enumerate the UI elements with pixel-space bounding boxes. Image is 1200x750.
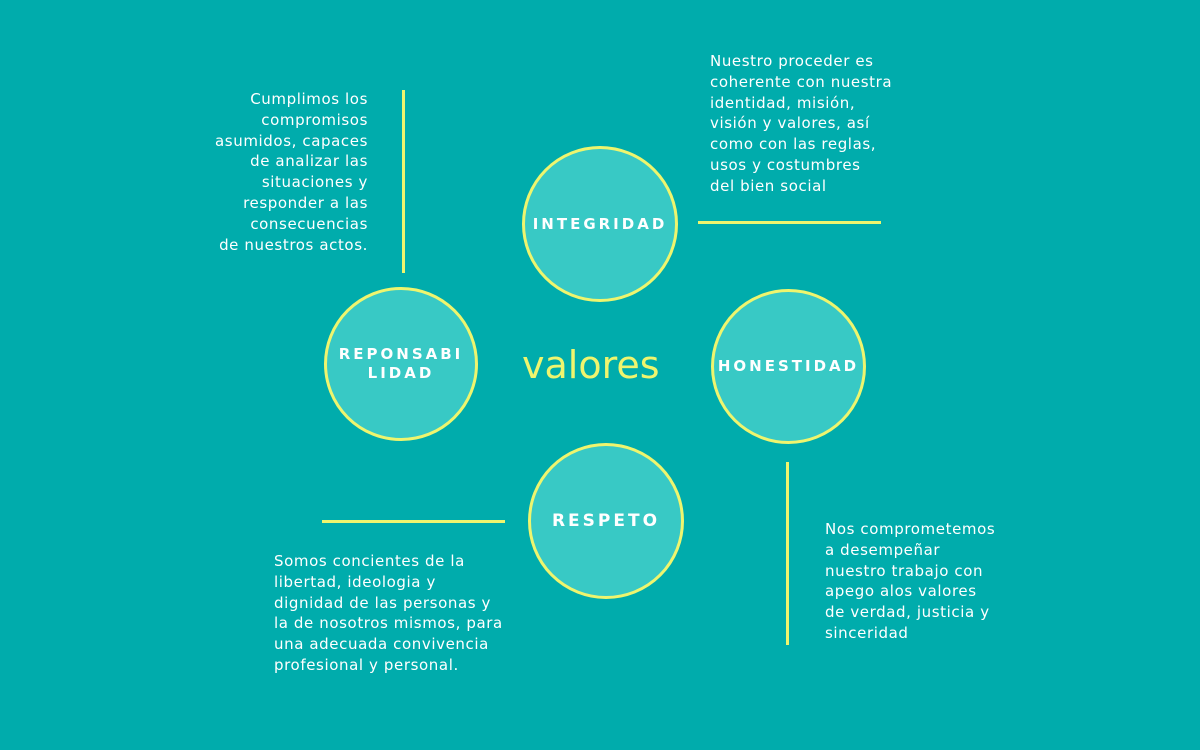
respeto-label: RESPETO [551,510,661,531]
honestidad-description: Nos comprometemos a desempeñar nuestro t… [825,520,996,642]
integridad-connector-line [698,221,881,224]
responsabilidad-connector-line [402,90,405,273]
integridad-label: INTEGRIDAD [532,214,668,233]
honestidad-label: HONESTIDAD [717,357,860,375]
respeto-circle: RESPETO [528,443,684,599]
honestidad-connector-line [786,462,789,645]
integridad-description: Nuestro proceder es coherente con nuestr… [710,52,893,195]
responsabilidad-description: Cumplimos los compromisos asumidos, capa… [215,90,368,254]
respeto-connector-line [322,520,505,523]
center-title: valores [522,343,660,387]
responsabilidad-circle: REPONSABI LIDAD [324,287,478,441]
integridad-circle: INTEGRIDAD [522,146,678,302]
responsabilidad-label: REPONSABI LIDAD [338,345,464,382]
respeto-description: Somos concientes de la libertad, ideolog… [274,552,503,674]
honestidad-circle: HONESTIDAD [711,289,866,444]
